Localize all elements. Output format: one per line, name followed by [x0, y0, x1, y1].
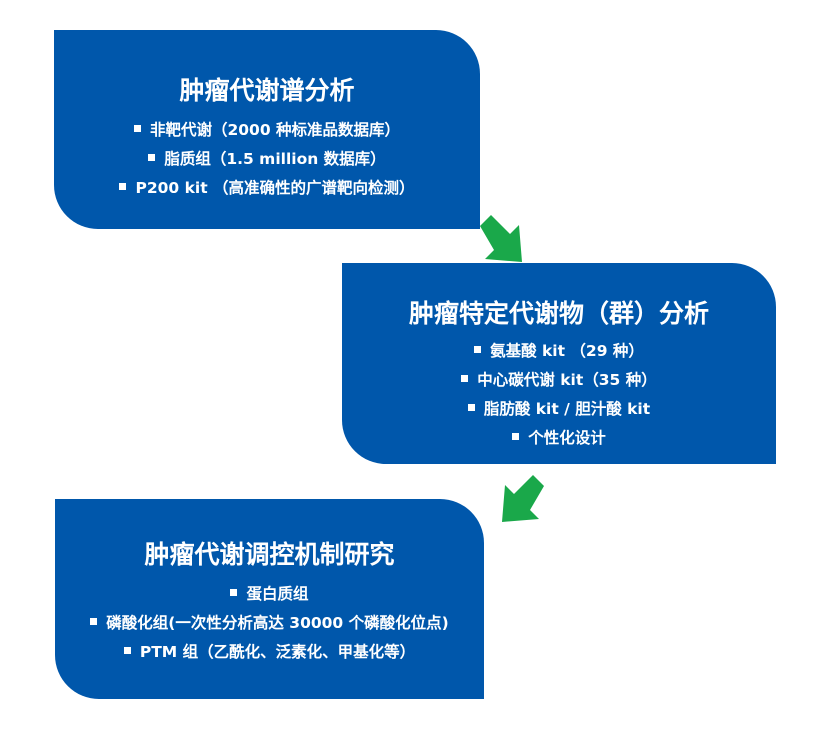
square-bullet-icon — [148, 154, 156, 161]
list-item: 蛋白质组 — [55, 580, 484, 609]
square-bullet-icon — [119, 183, 127, 190]
list-item-label: 磷酸化组(一次性分析高达 30000 个磷酸化位点) — [106, 614, 449, 632]
list-item-label: 中心碳代谢 kit（35 种） — [477, 371, 657, 389]
arrow-down-left-shape — [502, 475, 544, 522]
step-item-list: 蛋白质组 磷酸化组(一次性分析高达 30000 个磷酸化位点) PTM 组（乙酰… — [55, 580, 484, 667]
list-item-label: 个性化设计 — [528, 429, 606, 447]
list-item: 脂肪酸 kit / 胆汁酸 kit — [342, 395, 776, 424]
step-title: 肿瘤特定代谢物（群）分析 — [408, 299, 709, 328]
arrow-down-left-icon — [502, 475, 544, 522]
list-item-label: P200 kit （高准确性的广谱靶向检测） — [135, 179, 415, 197]
arrow-down-right-shape — [480, 215, 522, 262]
step-item-list: 非靶代谢（2000 种标准品数据库） 脂质组（1.5 million 数据库） … — [54, 116, 480, 203]
step-title: 肿瘤代谢谱分析 — [179, 76, 355, 105]
square-bullet-icon — [461, 375, 469, 382]
list-item: 中心碳代谢 kit（35 种） — [342, 366, 776, 395]
step-item-list: 氨基酸 kit （29 种） 中心碳代谢 kit（35 种） 脂肪酸 kit /… — [342, 337, 776, 453]
list-item-label: 蛋白质组 — [246, 585, 309, 603]
step-box-regulation-mechanism: 肿瘤代谢调控机制研究 蛋白质组 磷酸化组(一次性分析高达 30000 个磷酸化位… — [55, 499, 484, 699]
square-bullet-icon — [230, 589, 238, 596]
square-bullet-icon — [512, 433, 520, 440]
square-bullet-icon — [90, 618, 98, 625]
list-item-label: 脂质组（1.5 million 数据库） — [164, 150, 386, 168]
arrow-down-right-icon — [480, 215, 522, 262]
square-bullet-icon — [133, 125, 141, 132]
square-bullet-icon — [467, 404, 475, 411]
square-bullet-icon — [123, 647, 131, 654]
list-item: 个性化设计 — [342, 424, 776, 453]
list-item: 脂质组（1.5 million 数据库） — [54, 145, 480, 174]
list-item-label: 脂肪酸 kit / 胆汁酸 kit — [483, 400, 651, 418]
list-item: 氨基酸 kit （29 种） — [342, 337, 776, 366]
step-box-specific-metabolites: 肿瘤特定代谢物（群）分析 氨基酸 kit （29 种） 中心碳代谢 kit（35… — [342, 263, 776, 464]
list-item-label: 氨基酸 kit （29 种） — [490, 342, 644, 360]
list-item: P200 kit （高准确性的广谱靶向检测） — [54, 174, 480, 203]
list-item: 磷酸化组(一次性分析高达 30000 个磷酸化位点) — [55, 609, 484, 638]
list-item-label: 非靶代谢（2000 种标准品数据库） — [149, 121, 401, 139]
list-item: PTM 组（乙酰化、泛素化、甲基化等） — [55, 638, 484, 667]
square-bullet-icon — [474, 346, 482, 353]
list-item: 非靶代谢（2000 种标准品数据库） — [54, 116, 480, 145]
step-title: 肿瘤代谢调控机制研究 — [144, 540, 395, 569]
step-box-metabolomics-profiling: 肿瘤代谢谱分析 非靶代谢（2000 种标准品数据库） 脂质组（1.5 milli… — [54, 30, 480, 229]
list-item-label: PTM 组（乙酰化、泛素化、甲基化等） — [139, 643, 416, 661]
